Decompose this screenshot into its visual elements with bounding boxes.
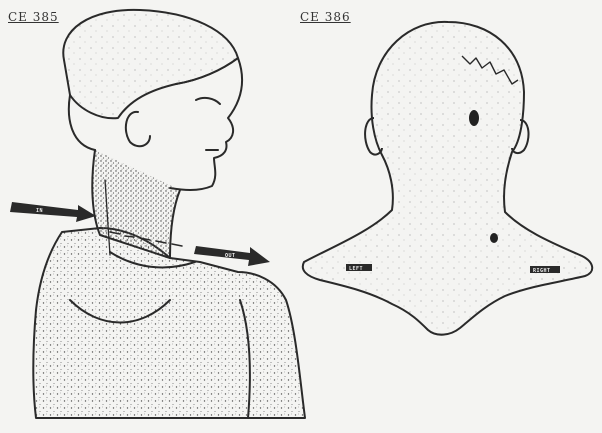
head-wound [469,110,479,126]
arrow-in: IN [10,202,96,222]
neck-wound [490,233,498,243]
arrow-out-label: OUT [225,253,236,259]
tag-left-shoulder: LEFT [346,264,372,272]
ear [126,112,150,146]
figure-back-view [303,22,592,335]
hair [63,10,238,118]
arrow-in-label: IN [36,208,43,214]
tag-right-shoulder: RIGHT [530,266,560,274]
head-and-shoulders-outline [303,22,592,335]
eye [196,98,220,104]
tag-right-label: RIGHT [533,268,551,274]
tag-left-label: LEFT [349,266,363,272]
